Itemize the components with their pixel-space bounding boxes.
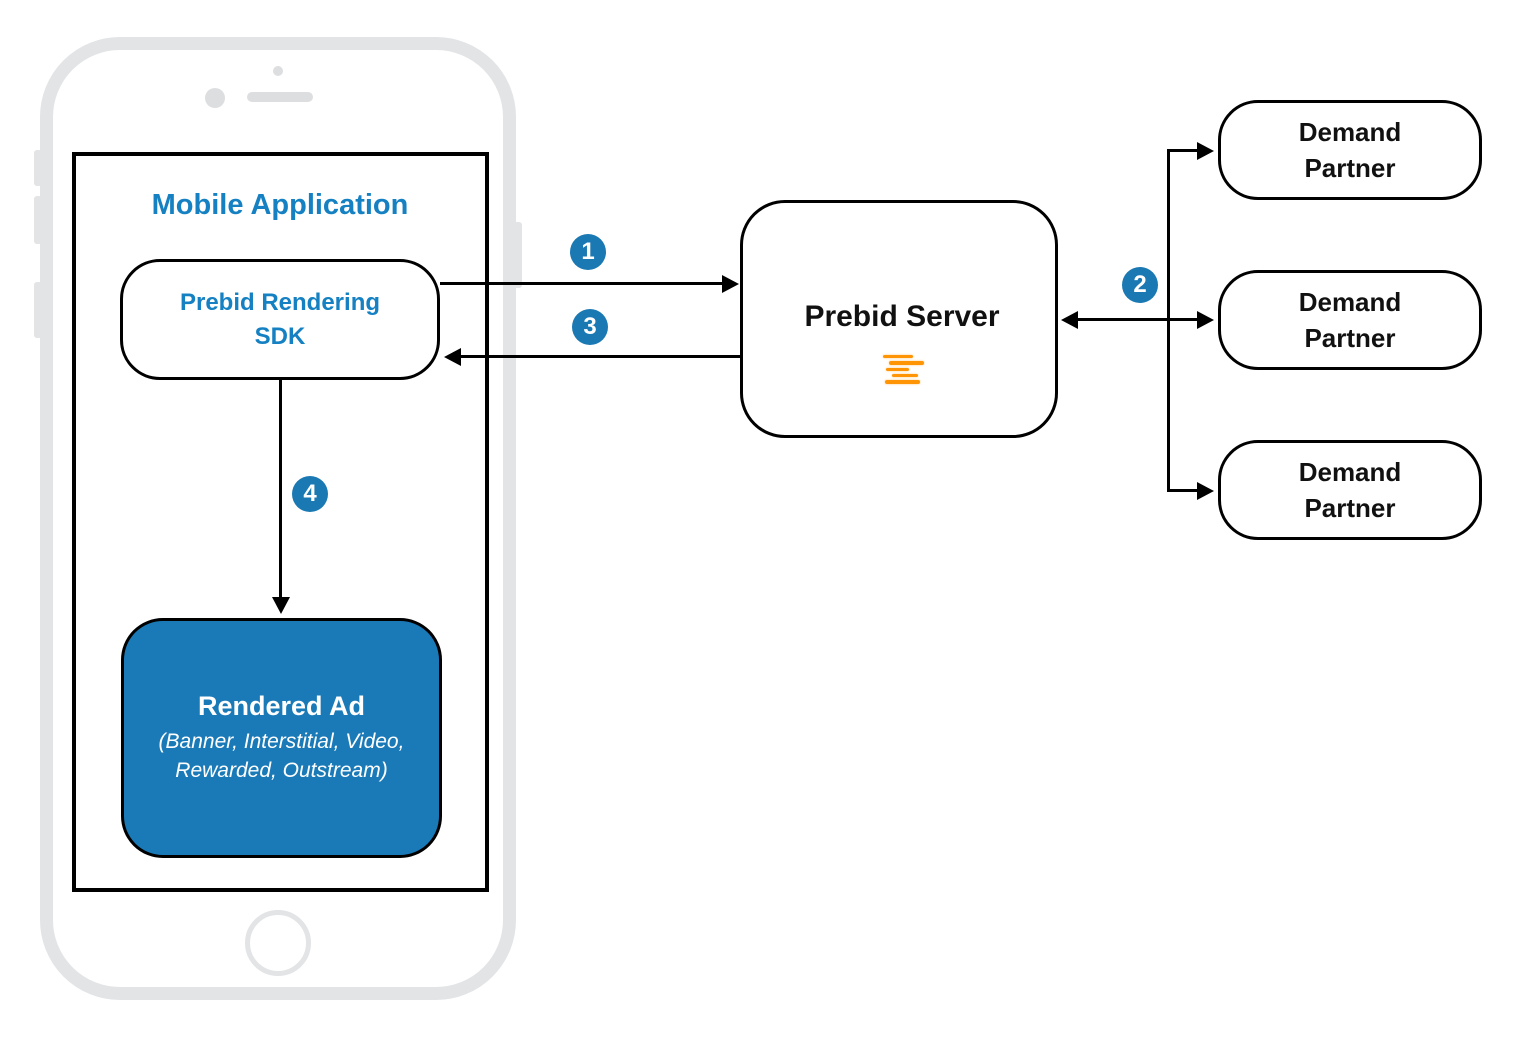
- arrowhead-right-icon: [1197, 481, 1214, 500]
- prebid-lines-logo-icon: [883, 355, 926, 385]
- demand-branch-bottom-line: [1167, 489, 1200, 492]
- logo-bar: [892, 373, 918, 378]
- logo-bar: [885, 380, 920, 384]
- step-badge-3: 3: [572, 309, 608, 345]
- mute-switch: [34, 150, 42, 186]
- step-number: 3: [583, 313, 597, 340]
- step-number: 4: [303, 480, 317, 507]
- prebid-rendering-sdk-label: Prebid Rendering SDK: [179, 289, 381, 350]
- step-badge-2: 2: [1122, 267, 1158, 303]
- arrowhead-left-icon: [444, 347, 461, 366]
- demand-partner-label: Demand Partner: [1298, 286, 1402, 353]
- phone-speaker-icon: [247, 92, 313, 102]
- arrowhead-down-icon: [271, 597, 290, 614]
- demand-partner-label: Demand Partner: [1298, 456, 1402, 523]
- arrowhead-right-icon: [722, 274, 739, 293]
- demand-partner-box-2: Demand Partner: [1218, 270, 1482, 370]
- logo-bar: [883, 355, 913, 359]
- arrow-sdk-to-ad-line: [279, 380, 282, 599]
- arrowhead-right-icon: [1197, 310, 1214, 329]
- rendered-ad-title: Rendered Ad: [197, 691, 366, 722]
- rendered-ad-subtitle: (Banner, Interstitial, Video, Rewarded, …: [158, 730, 405, 782]
- demand-partner-box-3: Demand Partner: [1218, 440, 1482, 540]
- mobile-application-title: Mobile Application: [151, 189, 409, 221]
- logo-bar: [886, 367, 909, 371]
- prebid-server-box: Prebid Server: [740, 200, 1058, 438]
- arrow-server-demand-line: [1078, 318, 1200, 321]
- home-button-icon: [245, 910, 311, 976]
- step-number: 2: [1133, 271, 1147, 298]
- front-camera-dot-icon: [273, 66, 283, 76]
- prebid-server-label: Prebid Server: [804, 300, 1000, 333]
- volume-down-button: [34, 282, 42, 338]
- logo-bar: [889, 361, 924, 365]
- front-camera-icon: [205, 88, 225, 108]
- arrowhead-left-icon: [1061, 310, 1078, 329]
- rendered-ad-box: Rendered Ad (Banner, Interstitial, Video…: [121, 618, 442, 858]
- step-number: 1: [581, 238, 595, 265]
- prebid-rendering-sdk-box: Prebid Rendering SDK: [120, 259, 440, 380]
- arrow-server-to-sdk-line: [459, 355, 740, 358]
- arrow-sdk-to-server-line: [440, 282, 724, 285]
- demand-branch-top-line: [1167, 149, 1200, 152]
- demand-partner-box-1: Demand Partner: [1218, 100, 1482, 200]
- volume-up-button: [34, 196, 42, 244]
- power-button: [514, 222, 522, 288]
- step-badge-4: 4: [292, 476, 328, 512]
- arrowhead-right-icon: [1197, 141, 1214, 160]
- step-badge-1: 1: [570, 234, 606, 270]
- demand-branch-vertical-line: [1167, 149, 1170, 492]
- demand-partner-label: Demand Partner: [1298, 116, 1402, 183]
